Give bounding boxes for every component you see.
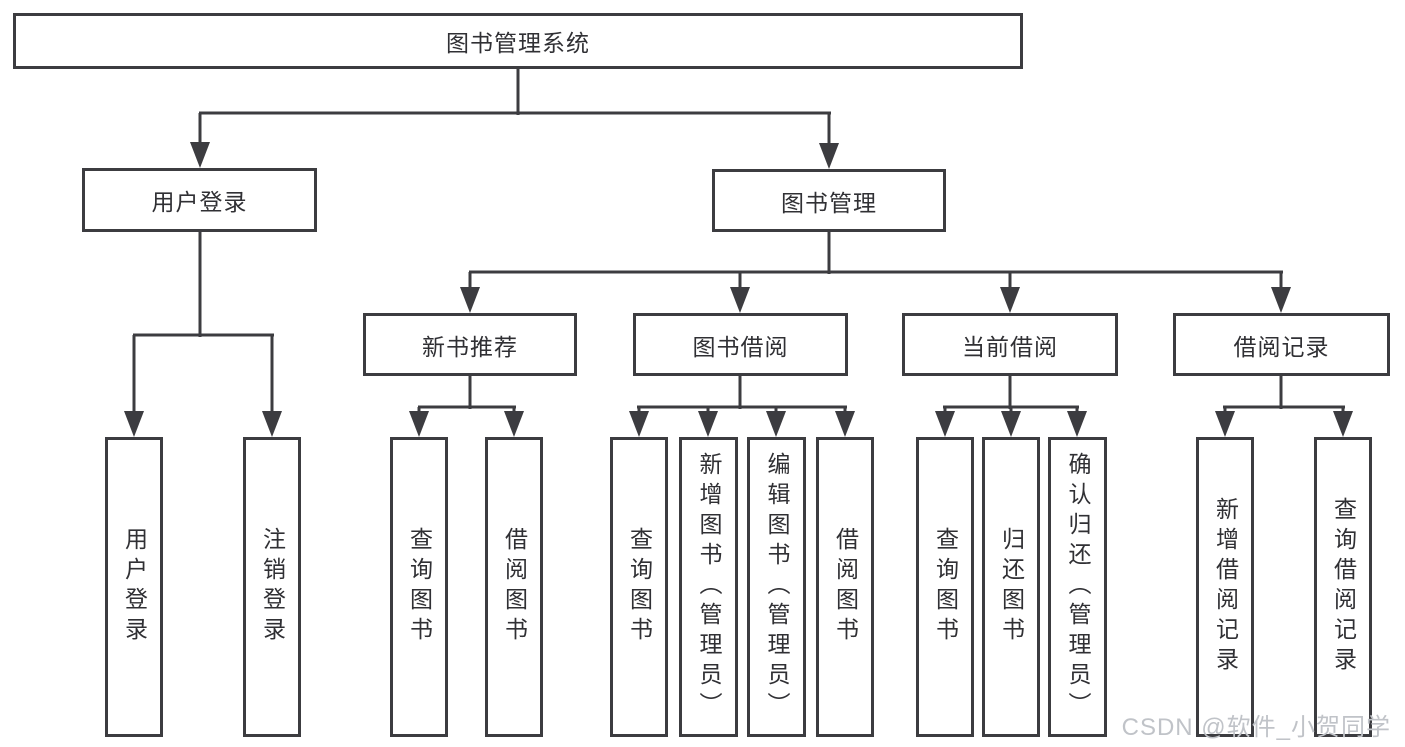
- node-book-borrow: 图书借阅: [633, 313, 848, 376]
- node-leaf-current-confirm-return-admin: 确认归还（管理员）: [1048, 437, 1107, 737]
- node-user-login: 用户登录: [82, 168, 317, 232]
- node-leaf-current-return-books: 归还图书: [982, 437, 1040, 737]
- node-current-borrow: 当前借阅: [902, 313, 1118, 376]
- node-leaf-borrow-add-books-admin: 新增图书（管理员）: [679, 437, 738, 737]
- node-leaf-records-query-record-label: 查询借阅记录: [1330, 497, 1357, 677]
- node-leaf-records-query-record: 查询借阅记录: [1314, 437, 1372, 737]
- node-book-borrow-label: 图书借阅: [692, 333, 789, 360]
- node-leaf-recommend-borrow-books: 借阅图书: [485, 437, 543, 737]
- node-borrow-records: 借阅记录: [1173, 313, 1390, 376]
- node-leaf-records-add-record: 新增借阅记录: [1196, 437, 1254, 737]
- node-leaf-borrow-borrow-books-label: 借阅图书: [832, 527, 859, 647]
- node-book-management: 图书管理: [712, 169, 946, 232]
- node-leaf-recommend-borrow-books-label: 借阅图书: [501, 527, 528, 647]
- node-borrow-records-label: 借阅记录: [1233, 333, 1330, 360]
- node-leaf-user-login: 用户登录: [105, 437, 163, 737]
- node-leaf-borrow-edit-books-admin-label: 编辑图书（管理员）: [764, 452, 790, 722]
- node-leaf-borrow-query-books: 查询图书: [610, 437, 668, 737]
- node-leaf-current-query-books-label: 查询图书: [932, 527, 959, 647]
- node-current-borrow-label: 当前借阅: [962, 333, 1058, 360]
- node-new-book-recommend: 新书推荐: [363, 313, 577, 376]
- node-leaf-current-return-books-label: 归还图书: [998, 527, 1025, 647]
- node-leaf-borrow-edit-books-admin: 编辑图书（管理员）: [747, 437, 806, 737]
- node-root: 图书管理系统: [13, 13, 1023, 69]
- node-root-label: 图书管理系统: [446, 30, 590, 56]
- node-leaf-borrow-borrow-books: 借阅图书: [816, 437, 874, 737]
- node-leaf-borrow-add-books-admin-label: 新增图书（管理员）: [696, 452, 722, 722]
- node-leaf-user-login-label: 用户登录: [121, 527, 148, 647]
- node-leaf-records-add-record-label: 新增借阅记录: [1212, 497, 1239, 677]
- node-leaf-current-confirm-return-admin-label: 确认归还（管理员）: [1065, 452, 1091, 722]
- node-leaf-current-query-books: 查询图书: [916, 437, 974, 737]
- node-leaf-logout-label: 注销登录: [259, 527, 286, 647]
- node-leaf-logout: 注销登录: [243, 437, 301, 737]
- node-book-management-label: 图书管理: [781, 189, 877, 216]
- node-new-book-recommend-label: 新书推荐: [422, 333, 518, 360]
- node-leaf-recommend-query-books-label: 查询图书: [406, 527, 433, 647]
- node-user-login-label: 用户登录: [151, 189, 248, 215]
- node-leaf-recommend-query-books: 查询图书: [390, 437, 448, 737]
- node-leaf-borrow-query-books-label: 查询图书: [626, 527, 653, 647]
